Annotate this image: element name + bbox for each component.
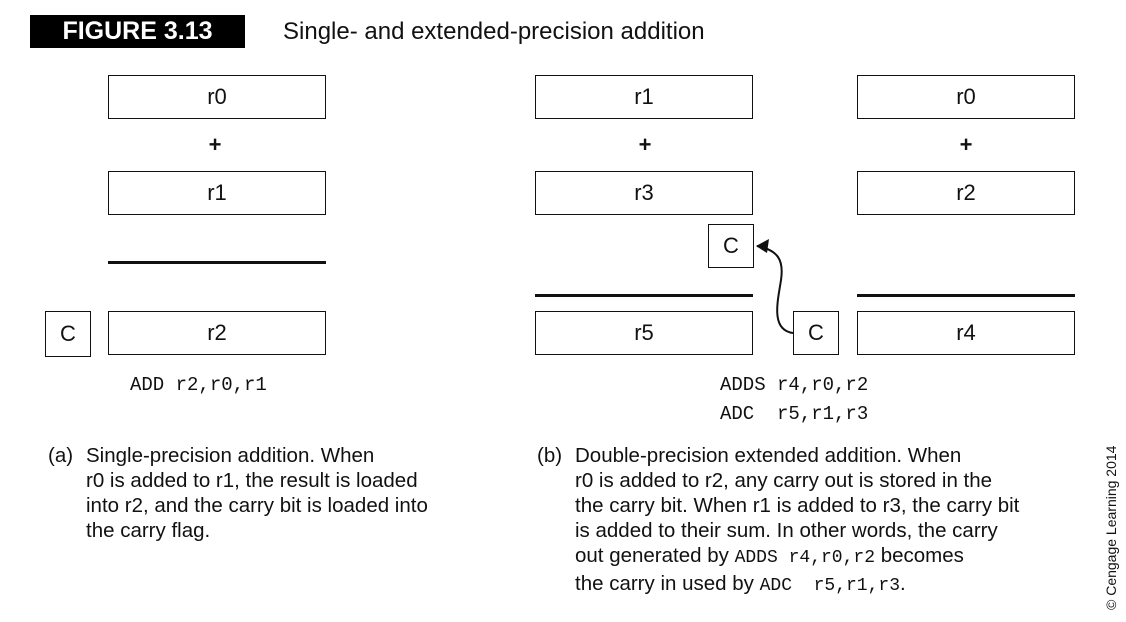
figure-label: FIGURE 3.13 xyxy=(30,15,245,48)
caption-b-code-adds: ADDS r4,r0,r2 xyxy=(734,548,876,568)
caption-b-text: the carry in used by xyxy=(575,572,760,595)
copyright-credit: © Cengage Learning 2014 xyxy=(1103,445,1119,610)
sum-line-a xyxy=(108,261,326,264)
caption-b-line: out generated by ADDS r4,r0,r2 becomes xyxy=(537,543,1097,571)
sum-line-b-low xyxy=(857,294,1075,297)
instruction-add: ADD r2,r0,r1 xyxy=(130,374,267,396)
register-r2-b: r2 xyxy=(857,171,1075,215)
sum-line-b-high xyxy=(535,294,753,297)
instruction-adc: ADC r5,r1,r3 xyxy=(720,403,869,425)
caption-b-text: . xyxy=(900,572,906,595)
caption-b-text: out generated by xyxy=(575,544,735,567)
caption-a-line: r0 is added to r1, the result is loaded xyxy=(86,469,418,492)
caption-b-line: the carry in used by ADC r5,r1,r3. xyxy=(537,571,1097,599)
register-r0-b: r0 xyxy=(857,75,1075,119)
caption-a-line: into r2, and the carry bit is loaded int… xyxy=(86,494,428,517)
caption-a-line: the carry flag. xyxy=(86,519,211,542)
caption-a-label: (a) xyxy=(48,444,74,467)
figure-title: Single- and extended-precision addition xyxy=(283,18,705,45)
plus-sign-b-low: + xyxy=(959,132,973,157)
register-r1-b: r1 xyxy=(535,75,753,119)
register-r2-a: r2 xyxy=(108,311,326,355)
instruction-adds: ADDS r4,r0,r2 xyxy=(720,374,869,396)
caption-b-label: (b) xyxy=(537,444,563,467)
carry-flag-a: C xyxy=(45,311,91,357)
register-r3-b: r3 xyxy=(535,171,753,215)
plus-sign-b-high: + xyxy=(638,132,652,157)
caption-b-line: Double-precision extended addition. When xyxy=(575,444,962,467)
plus-sign-a: + xyxy=(208,132,222,157)
caption-b-text: becomes xyxy=(875,544,964,567)
caption-a-line: Single-precision addition. When xyxy=(86,444,375,467)
carry-out-flag: C xyxy=(793,311,839,355)
caption-b-line: the carry bit. When r1 is added to r3, t… xyxy=(575,494,1020,517)
register-r0-a: r0 xyxy=(108,75,326,119)
carry-in-flag: C xyxy=(708,224,754,268)
register-r4-b: r4 xyxy=(857,311,1075,355)
caption-b-line: r0 is added to r2, any carry out is stor… xyxy=(575,469,993,492)
register-r1-a: r1 xyxy=(108,171,326,215)
caption-b-code-adc: ADC r5,r1,r3 xyxy=(759,576,901,596)
caption-b-line: is added to their sum. In other words, t… xyxy=(575,519,998,542)
register-r5-b: r5 xyxy=(535,311,753,355)
caption-b: (b) Double-precision extended addition. W… xyxy=(537,443,1097,599)
caption-a: (a) Single-precision addition. When r0 is… xyxy=(48,443,508,543)
